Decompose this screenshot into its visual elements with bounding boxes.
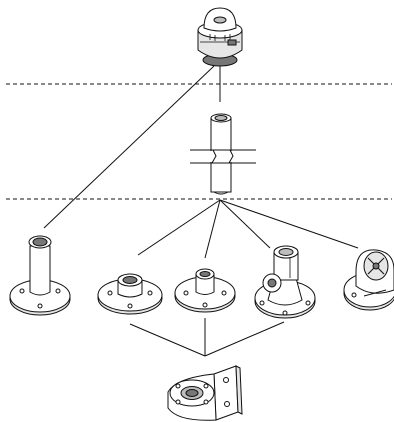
connector-lines bbox=[43, 65, 359, 357]
swivel-mount-b bbox=[343, 249, 394, 311]
flange-mount-b bbox=[174, 268, 236, 313]
tall-pole-mount bbox=[9, 235, 71, 316]
swivel-mount-a bbox=[254, 245, 316, 319]
top-device bbox=[197, 7, 243, 67]
l-bracket bbox=[167, 365, 243, 421]
extension-pipe bbox=[190, 113, 256, 195]
flange-mount-a bbox=[97, 273, 163, 315]
